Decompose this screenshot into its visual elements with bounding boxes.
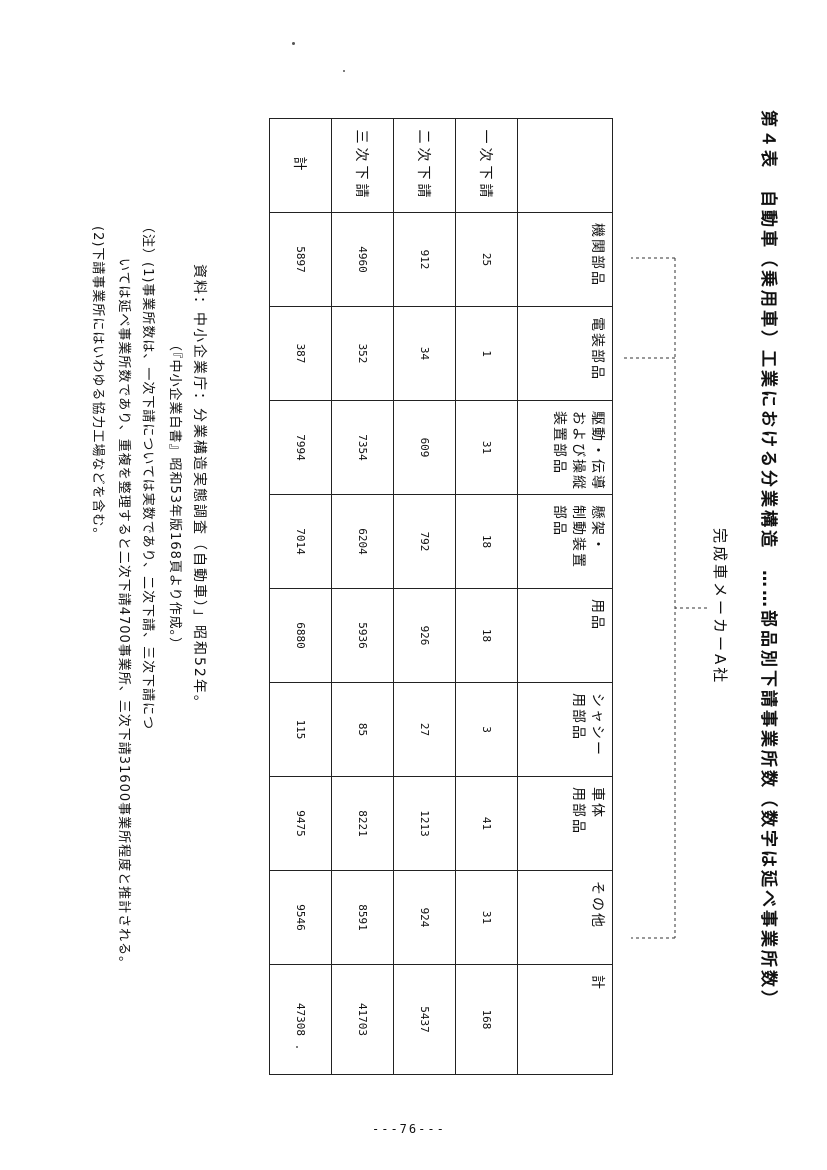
scan-speck [343, 70, 345, 72]
table-cell: 18 [455, 588, 518, 683]
row-label: 計 [269, 118, 332, 213]
table-cell: 41703 [331, 964, 394, 1075]
source-line: 資料：中小企業庁：分業構造実態調査（自動車）」昭和52年。 [191, 264, 207, 711]
table-cell: 31 [455, 400, 518, 495]
table-cell: 1213 [393, 776, 456, 871]
page-number: ---76--- [372, 1122, 446, 1136]
header-body-parts: 車体 用部品 [517, 776, 613, 871]
table-cell: 34 [393, 306, 456, 401]
header-total: 計 [517, 964, 613, 1075]
table-cell: 792 [393, 494, 456, 589]
table-cell: 352 [331, 306, 394, 401]
note-1: （注）(1)事業所数は、一次下請については実数であり、二次下請、三次下請につ [140, 220, 155, 731]
row-label: 一次下請 [455, 118, 518, 213]
source-line-2: （『中小企業白書』昭和53年版168頁より作成。） [167, 338, 182, 652]
table-cell: 7014 [269, 494, 332, 589]
table-cell: 8221 [331, 776, 394, 871]
table-cell: 387 [269, 306, 332, 401]
note-1-continuation: いては延べ事業所数であり、重複を整理すると二次下請4700事業所、三次下請316… [116, 258, 131, 971]
table-cell: 3 [455, 682, 518, 777]
scan-speck [292, 42, 295, 45]
table-cell: 5936 [331, 588, 394, 683]
table-cell: 7354 [331, 400, 394, 495]
table-row: 一次下請 25 1 31 18 18 3 41 31 168 [455, 118, 518, 1075]
header-corner [517, 118, 613, 213]
table-row: 二次下請 912 34 609 792 926 27 1213 924 5437 [393, 118, 456, 1075]
row-label: 二次下請 [393, 118, 456, 213]
header-accessories: 用品 [517, 588, 613, 683]
header-drive-parts: 駆動・伝導 および操縦 装置部品 [517, 400, 613, 495]
table-cell: 609 [393, 400, 456, 495]
table-cell: 8591 [331, 870, 394, 965]
table-cell: 85 [331, 682, 394, 777]
table-cell: 47308 [269, 964, 332, 1075]
note-2: (2)下請事業所にはいわゆる協力工場などを含む。 [90, 226, 105, 542]
table-cell: 5437 [393, 964, 456, 1075]
table-cell: 9475 [269, 776, 332, 871]
header-electrical-parts: 電装部品 [517, 306, 613, 401]
row-label: 三次下請 [331, 118, 394, 213]
table-cell: 7994 [269, 400, 332, 495]
table-cell: 18 [455, 494, 518, 589]
table-cell: 5897 [269, 212, 332, 307]
table-cell: 912 [393, 212, 456, 307]
header-engine-parts: 機関部品 [517, 212, 613, 307]
table-cell: 6880 [269, 588, 332, 683]
table-cell: 926 [393, 588, 456, 683]
header-row: 機関部品 電装部品 駆動・伝導 および操縦 装置部品 懸架・ 制動装置 部品 用… [517, 118, 613, 1075]
supplier-table: 機関部品 電装部品 駆動・伝導 および操縦 装置部品 懸架・ 制動装置 部品 用… [269, 118, 613, 1075]
header-other: その他 [517, 870, 613, 965]
table-row: 計 5897 387 7994 7014 6880 115 9475 9546 … [269, 118, 332, 1075]
table-cell: 168 [455, 964, 518, 1075]
table-cell: 1 [455, 306, 518, 401]
table-cell: 4960 [331, 212, 394, 307]
table-cell: 27 [393, 682, 456, 777]
header-suspension-parts: 懸架・ 制動装置 部品 [517, 494, 613, 589]
table-cell: 9546 [269, 870, 332, 965]
table-row: 三次下請 4960 352 7354 6204 5936 85 8221 859… [331, 118, 394, 1075]
header-chassis-parts: シャシー 用部品 [517, 682, 613, 777]
table-cell: 115 [269, 682, 332, 777]
table-cell: 31 [455, 870, 518, 965]
table-cell: 924 [393, 870, 456, 965]
table-cell: 41 [455, 776, 518, 871]
table-cell: 6204 [331, 494, 394, 589]
scan-speck [296, 1046, 298, 1048]
table-cell: 25 [455, 212, 518, 307]
